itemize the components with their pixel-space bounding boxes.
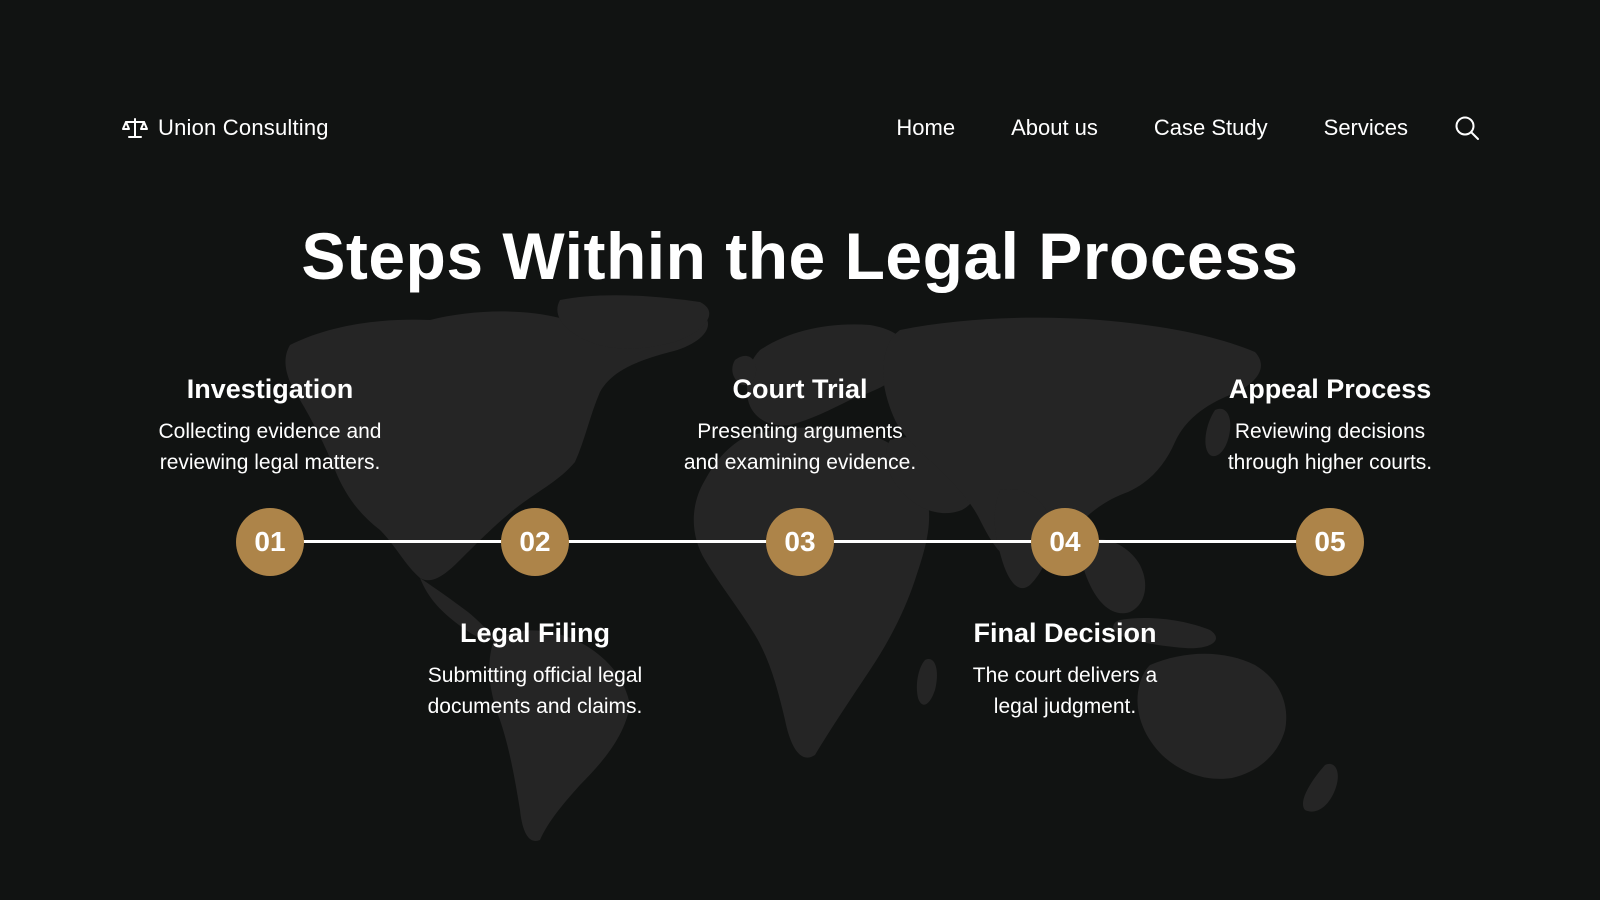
- step-4-number-badge[interactable]: 04: [1031, 508, 1099, 576]
- step-2-desc-line-1: Submitting official legal: [427, 664, 643, 687]
- step-1-description: Collecting evidence and reviewing legal …: [120, 416, 420, 478]
- step-1-number-badge[interactable]: 01: [236, 508, 304, 576]
- step-1-title: Investigation: [186, 374, 354, 404]
- site-header: Union Consulting Home About us Case Stud…: [122, 110, 1480, 146]
- step-3-title: Court Trial: [732, 374, 868, 404]
- scales-icon: [122, 118, 148, 138]
- step-2-title: Legal Filing: [459, 618, 610, 648]
- step-3-desc-line-1: Presenting arguments: [697, 420, 903, 443]
- step-4-description: The court delivers a legal judgment.: [915, 660, 1215, 722]
- step-1-desc-line-2: reviewing legal matters.: [159, 451, 381, 474]
- step-3-description: Presenting arguments and examining evide…: [650, 416, 950, 478]
- step-4-desc-line-1: The court delivers a: [972, 664, 1158, 687]
- step-3-number-badge[interactable]: 03: [766, 508, 834, 576]
- main-nav: Home About us Case Study Services: [896, 115, 1480, 141]
- step-5-title: Appeal Process: [1228, 374, 1432, 404]
- step-3-text: Court Trial Presenting arguments and exa…: [650, 372, 950, 478]
- page-title: Steps Within the Legal Process: [301, 219, 1299, 293]
- step-5-description: Reviewing decisions through higher court…: [1180, 416, 1480, 478]
- step-5-text: Appeal Process Reviewing decisions throu…: [1180, 372, 1480, 478]
- step-4-text: Final Decision The court delivers a lega…: [915, 616, 1215, 722]
- nav-about-us[interactable]: About us: [1011, 115, 1098, 140]
- step-5-desc-line-2: through higher courts.: [1227, 451, 1433, 474]
- step-3-desc-line-2: and examining evidence.: [683, 451, 917, 474]
- search-icon[interactable]: [1454, 115, 1480, 141]
- step-1-text: Investigation Collecting evidence and re…: [120, 372, 420, 478]
- step-2-text: Legal Filing Submitting official legal d…: [385, 616, 685, 722]
- step-2-desc-line-2: documents and claims.: [427, 695, 643, 718]
- step-5-desc-line-1: Reviewing decisions: [1234, 420, 1426, 443]
- step-2-number-badge[interactable]: 02: [501, 508, 569, 576]
- nav-home[interactable]: Home: [896, 115, 956, 140]
- brand[interactable]: Union Consulting: [122, 115, 329, 141]
- step-1-desc-line-1: Collecting evidence and: [158, 420, 382, 443]
- step-2-description: Submitting official legal documents and …: [385, 660, 685, 722]
- brand-name: Union Consulting: [158, 115, 329, 140]
- nav-case-study[interactable]: Case Study: [1153, 115, 1268, 140]
- step-4-title: Final Decision: [973, 618, 1157, 648]
- nav-services[interactable]: Services: [1323, 115, 1408, 140]
- step-4-desc-line-2: legal judgment.: [993, 695, 1137, 718]
- step-5-number-badge[interactable]: 05: [1296, 508, 1364, 576]
